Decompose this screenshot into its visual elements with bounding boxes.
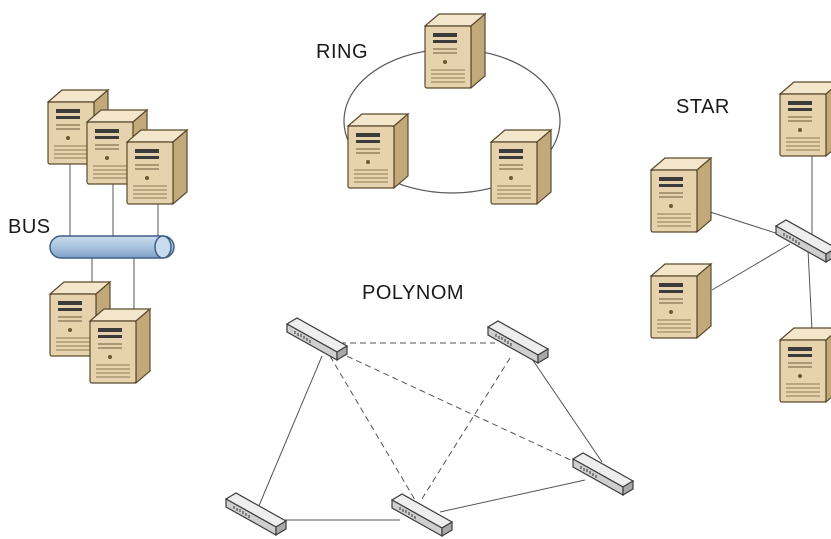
star-server-left-icon (650, 157, 712, 233)
bus-topology (47, 89, 188, 384)
bus-server-5-icon (89, 308, 151, 384)
bus-cable-icon (49, 235, 175, 259)
bus-server-3-icon (126, 129, 188, 205)
polynom-switch-bottom-left-icon (225, 492, 287, 536)
polynom-switch-top-right-icon (487, 320, 549, 364)
polynom-switch-top-left-icon (286, 317, 348, 361)
polynom-label: POLYNOM (362, 282, 465, 304)
star-server-bottom-icon (779, 327, 831, 403)
bus-label: BUS (8, 216, 51, 238)
ring-topology (343, 13, 561, 205)
star-switch-icon (775, 219, 831, 263)
ring-label: RING (316, 41, 368, 63)
polynom-topology (225, 317, 634, 537)
ring-server-right-icon (490, 129, 552, 205)
star-label: STAR (676, 96, 730, 118)
polynom-switch-right-icon (572, 452, 634, 496)
polynom-switch-bottom-icon (391, 493, 453, 537)
star-topology (650, 81, 831, 403)
ring-server-top-icon (424, 13, 486, 89)
star-server-lower-left-icon (650, 263, 712, 339)
star-server-top-icon (779, 81, 831, 157)
ring-server-left-icon (347, 113, 409, 189)
